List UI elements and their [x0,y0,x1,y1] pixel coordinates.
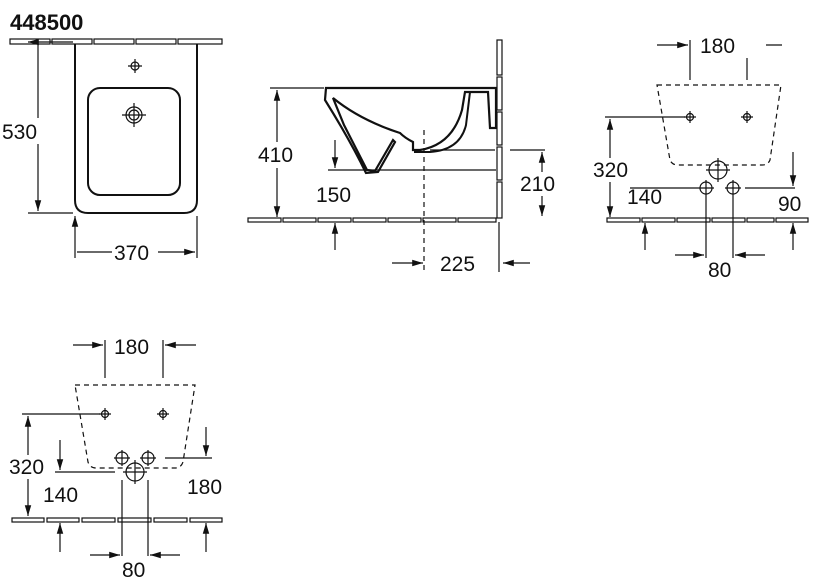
floor-strip [247,217,497,223]
dimension-inlet-spacing: 80 [708,259,731,282]
inlet-icon [725,180,741,196]
bowl-outline [87,87,181,196]
bidet-section [323,86,498,175]
dimension-floor-gap: 150 [316,184,351,207]
dimension-hole-spacing: 180 [700,35,735,58]
dimension-height: 530 [2,121,37,144]
fixing-hole-icon [99,408,111,420]
inlet-icon [140,450,156,466]
wall-strip [496,39,503,219]
outline-dashed [74,384,196,469]
inlet-icon [114,450,130,466]
dimension-drain-height: 90 [778,193,801,216]
drain-icon [706,158,730,182]
side-view: 410 150 210 225 [247,39,564,276]
dimension-wall-offset: 225 [440,253,475,276]
rear-view-2: 180 320 140 180 80 [8,334,223,582]
dimension-width: 370 [114,242,149,265]
dimension-height: 410 [258,144,293,167]
rear-view-1: 180 320 140 90 80 [592,35,809,282]
drain-icon [122,103,146,127]
inlet-icon [698,180,714,196]
tap-hole-icon [128,59,142,73]
dimension-drain-height: 180 [187,476,222,499]
dimension-fixing-height: 320 [9,456,44,479]
floor-strip [606,217,809,223]
floor-strip [11,517,223,523]
front-view: 530 370 [0,39,223,265]
dimension-fixing-height: 320 [593,159,628,182]
dimension-connection-height: 210 [520,173,555,196]
fixing-hole-icon [157,408,169,420]
fixing-hole-icon [684,111,696,123]
fixing-hole-icon [741,111,753,123]
dimension-inlet-height: 140 [43,484,78,507]
dimension-hole-spacing: 180 [114,336,149,359]
drain-icon [123,460,147,484]
product-number: 448500 [10,10,83,35]
dimension-inlet-height: 140 [627,186,662,209]
outline-dashed [656,84,782,166]
dimension-inlet-spacing: 80 [122,559,145,582]
